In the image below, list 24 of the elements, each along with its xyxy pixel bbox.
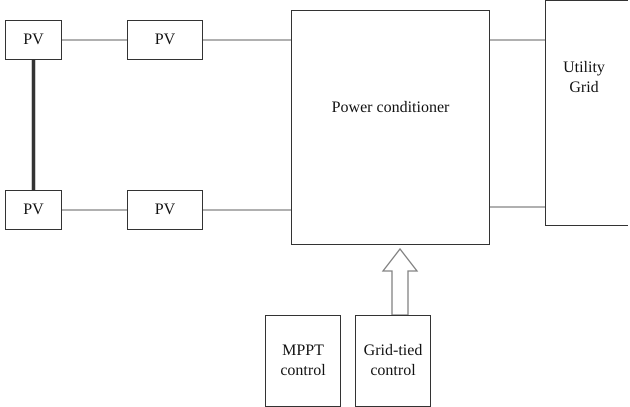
connector-line [62,209,127,211]
node-label: Utility Grid [562,58,606,98]
pv-module-box [127,20,203,60]
node-label: Power conditioner [332,98,450,118]
pv-module-box [5,190,62,230]
grid-box [545,0,628,226]
connector-line [203,39,291,41]
power-conditioner-box [291,10,490,245]
pv-module-box [127,190,203,230]
node-label: PV [23,200,44,220]
connector-line [203,209,291,211]
hollow-arrow [382,248,418,316]
connector-line [32,60,36,190]
pv-module-box [5,20,62,60]
node-label: PV [23,30,44,50]
control-box [355,315,431,407]
control-box [265,315,341,407]
connector-line [490,39,545,41]
node-label: PV [154,200,176,220]
node-label: MPPT control [279,341,327,381]
node-label: PV [154,30,176,50]
connector-line [62,39,127,41]
connector-line [490,206,545,208]
node-label: Grid-tied control [362,341,424,381]
